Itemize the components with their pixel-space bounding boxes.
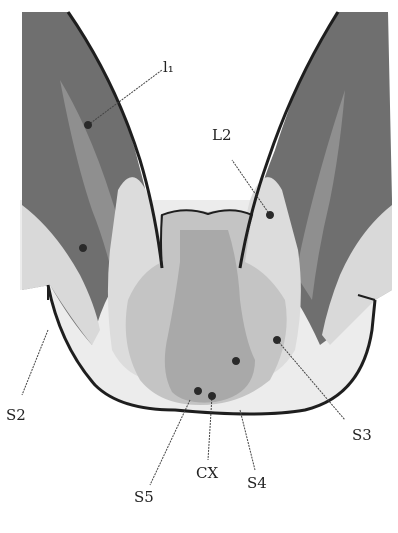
label-s5: S5: [134, 488, 154, 506]
label-s2: S2: [6, 406, 26, 424]
leader-s2: [22, 330, 48, 395]
dot-l2: [266, 211, 274, 219]
label-l1: l₁: [163, 58, 174, 76]
label-cx: CX: [196, 464, 218, 482]
dot-cx: [208, 392, 216, 400]
dot-s3: [273, 336, 281, 344]
dot-l1: [84, 121, 92, 129]
dot-center: [232, 357, 240, 365]
leader-s5: [150, 400, 190, 485]
label-s4: S4: [247, 474, 267, 492]
leader-s4: [240, 410, 255, 470]
label-l2: L2: [212, 126, 232, 144]
dot-s5: [194, 387, 202, 395]
label-s3: S3: [352, 426, 372, 444]
dot-left-wing: [79, 244, 87, 252]
